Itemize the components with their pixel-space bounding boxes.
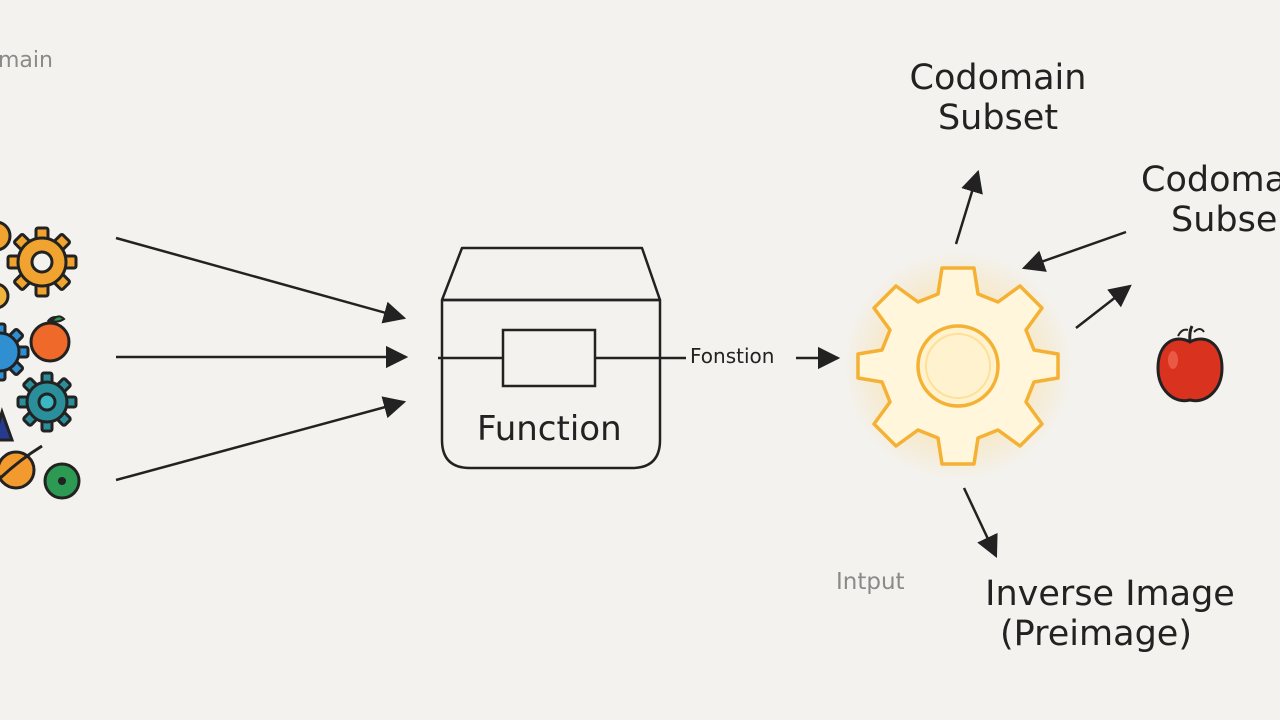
codomain-subset-right-line1: Codoma [1141, 160, 1280, 200]
arrow-to-codomain-top [954, 169, 983, 245]
triangle-icon [0, 407, 15, 442]
input-arrows [115, 236, 409, 482]
gear-teal-icon [16, 371, 78, 433]
glowing-gear-icon [843, 251, 1073, 481]
function-box-label: Function [477, 409, 622, 449]
codomain-subset-top-label: Codomain Subset [898, 58, 1098, 139]
gear-blue-icon [0, 322, 30, 382]
gear-orange-partial-icon [0, 221, 12, 251]
inverse-image-line1: Inverse Image [985, 574, 1235, 614]
apple-icon [1156, 325, 1224, 403]
inverse-image-label: Inverse Image (Preimage) [980, 574, 1240, 655]
green-circle-icon [43, 462, 81, 500]
arrow-to-inverse-image [962, 487, 998, 559]
inverse-image-line2: (Preimage) [1000, 614, 1192, 655]
function-box-icon [438, 246, 686, 470]
codomain-subset-right-line2: Subse [1171, 200, 1278, 241]
planet-icon [0, 444, 43, 490]
orange-fruit-icon [29, 315, 71, 363]
arrow-to-codomain-right [1075, 284, 1132, 329]
codomain-subset-top-line1: Codomain [909, 58, 1087, 98]
arrow-from-codomain-right [1021, 230, 1127, 272]
input-arrow-bottom [115, 396, 407, 482]
domain-label-partial: main [0, 48, 53, 73]
input-arrow-top [115, 236, 407, 324]
domain-icon-cluster [0, 221, 81, 500]
input-label: Intput [836, 569, 905, 595]
function-arrow-label: Fonstion [690, 344, 775, 368]
codomain-subset-top-line2: Subset [937, 98, 1059, 139]
codomain-subset-right-label: Codoma Subse [1141, 160, 1280, 241]
gear-arrows [954, 169, 1132, 559]
gear-orange-icon [6, 226, 78, 298]
partial-yellow-circle-icon [0, 283, 10, 309]
